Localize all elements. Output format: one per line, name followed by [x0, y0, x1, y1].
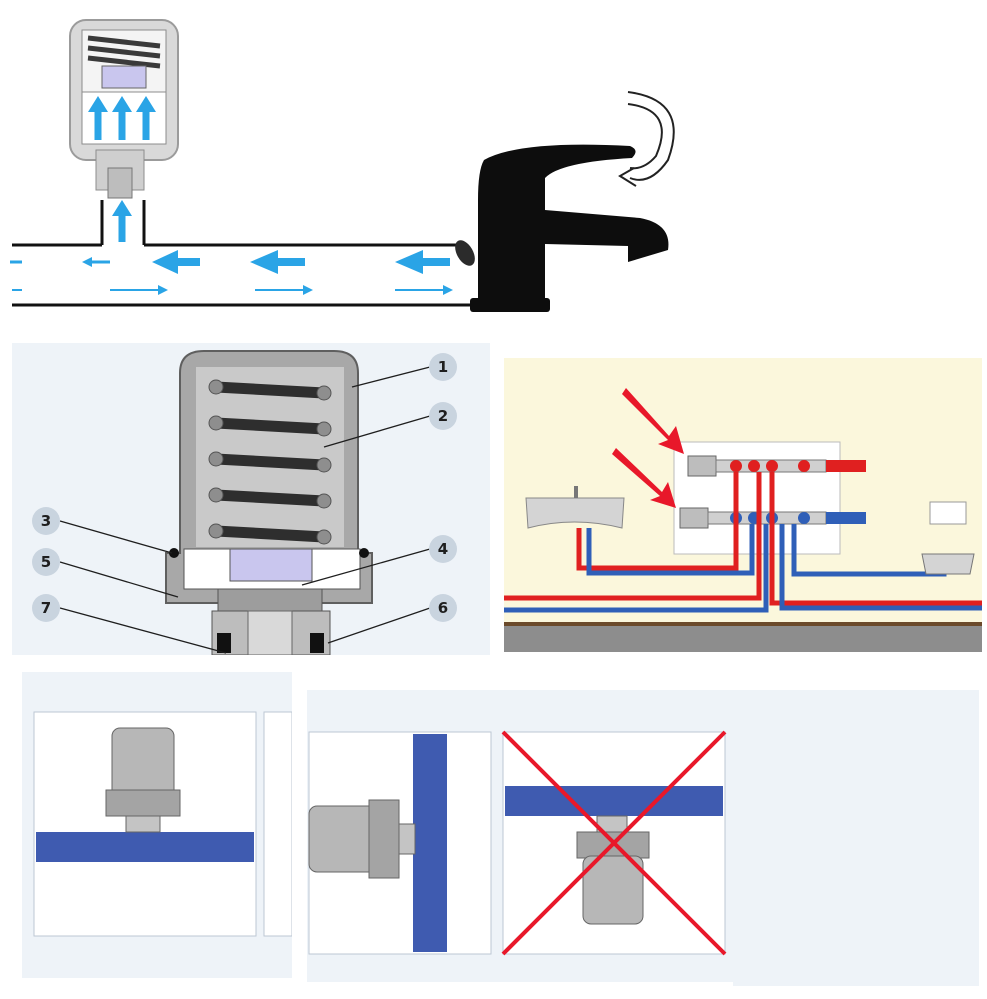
pipe-horizontal [36, 832, 254, 862]
svg-text:7: 7 [41, 599, 51, 617]
callout-6: 6 [429, 594, 457, 622]
install-side-panel [307, 690, 733, 982]
floor [504, 626, 982, 652]
pipe-horizontal-wrong [505, 786, 723, 816]
valve-cutaway-panel: 1 2 3 4 5 6 7 [12, 343, 490, 655]
callout-7: 7 [32, 594, 60, 622]
upward-flow-arrows [88, 96, 156, 242]
svg-text:2: 2 [438, 407, 448, 425]
faucet-flow-panel [0, 0, 987, 330]
rightward-flow-arrows [12, 285, 453, 295]
curved-arrow-icon [618, 91, 675, 187]
pipe-vertical [413, 734, 447, 952]
leftward-flow-arrows [10, 250, 450, 274]
valve-spring [87, 35, 161, 69]
toilet-tank [921, 553, 975, 575]
svg-text:4: 4 [438, 540, 448, 558]
svg-text:5: 5 [41, 553, 51, 571]
manifold-diagram [504, 388, 982, 652]
install-vertical-diagram [33, 711, 292, 937]
supply-pipes [504, 472, 982, 613]
hot-manifold [687, 455, 866, 477]
blank-panel [733, 690, 979, 986]
callout-bubbles: 1 2 3 4 5 6 7 [32, 353, 457, 622]
red-pointer-arrow-icon [612, 388, 684, 508]
install-side-diagram [308, 730, 727, 956]
cross-icon [501, 730, 727, 956]
o-rings [169, 548, 369, 653]
valve-float [229, 548, 313, 582]
manifold-panel [504, 358, 982, 652]
vent-sideways [308, 799, 416, 879]
callout-2: 2 [429, 402, 457, 430]
install-correct-panel [22, 672, 292, 978]
callout-5: 5 [32, 548, 60, 576]
svg-text:1: 1 [438, 358, 448, 376]
vent-upright [105, 727, 181, 833]
horizontal-pipe [12, 200, 480, 307]
sink [525, 497, 625, 529]
valve-cutaway-diagram: 1 2 3 4 5 6 7 [32, 350, 457, 655]
callout-4: 4 [429, 535, 457, 563]
wall-switch [929, 501, 967, 525]
callout-leaders [59, 366, 431, 654]
callout-1: 1 [429, 353, 457, 381]
valve-spring [208, 379, 332, 545]
vent-upside-down [576, 815, 650, 925]
faucet-flow-diagram [10, 19, 675, 312]
svg-text:3: 3 [41, 512, 51, 530]
svg-text:6: 6 [438, 599, 448, 617]
callout-3: 3 [32, 507, 60, 535]
faucet [455, 144, 669, 312]
